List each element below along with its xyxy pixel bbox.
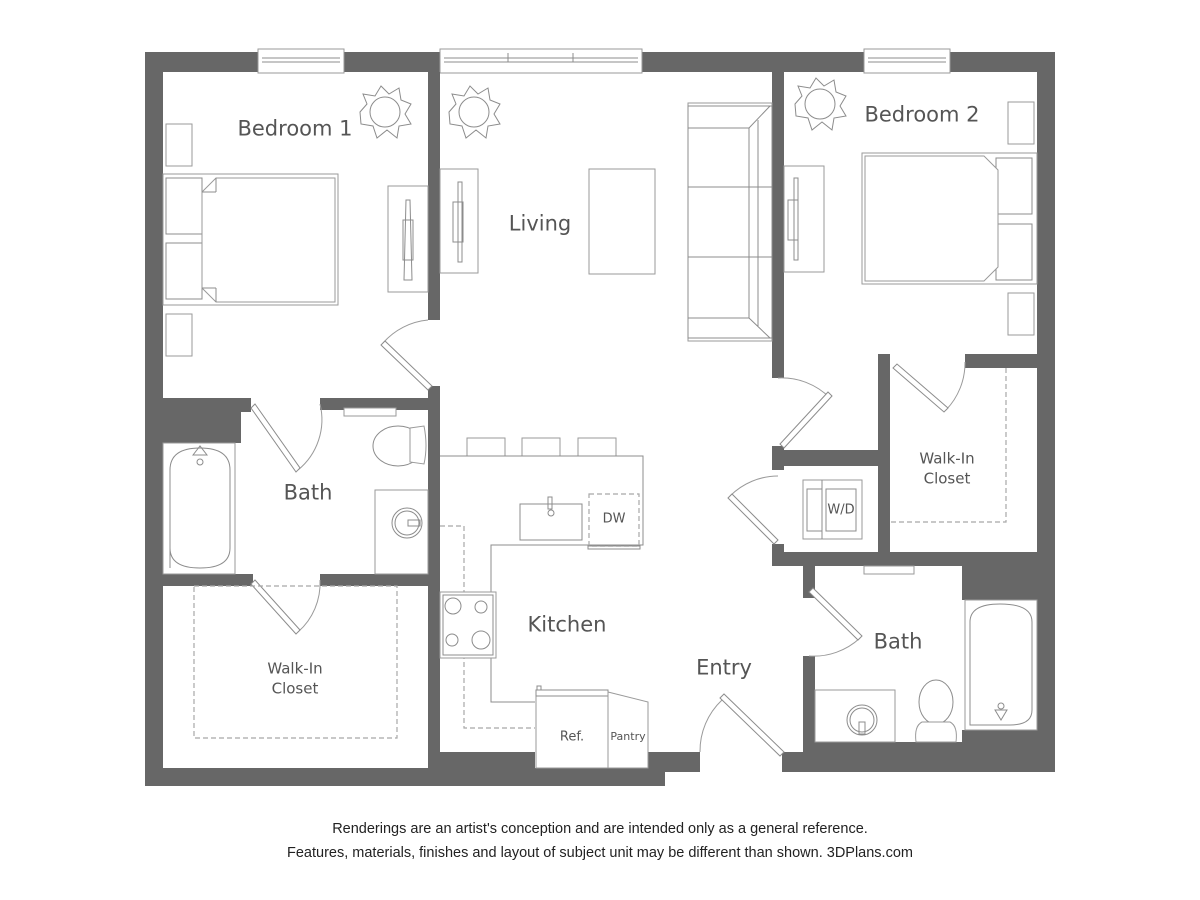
room-label-bedroom-1: Bedroom 1 — [237, 116, 353, 141]
closet1-line2: Closet — [271, 679, 319, 697]
room-label-bedroom-2: Bedroom 2 — [864, 102, 980, 127]
fixture-label-pantry: Pantry — [610, 729, 646, 743]
room-label-kitchen: Kitchen — [527, 612, 607, 637]
closet2-line2: Closet — [923, 469, 971, 487]
doors — [250, 319, 966, 757]
fixture-label-washer-dryer: W/D — [827, 502, 855, 518]
disclaimer-line-2: Features, materials, finishes and layout… — [287, 845, 913, 861]
room-label-walk-in-closet-2: Walk-In Closet — [919, 450, 974, 489]
room-label-bath-1: Bath — [283, 480, 333, 505]
room-label-bath-2: Bath — [873, 629, 923, 654]
fixture-label-refrigerator: Ref. — [559, 729, 585, 745]
closet2-line1: Walk-In — [919, 449, 975, 468]
living-furniture — [439, 102, 773, 342]
interior-walls — [163, 72, 1037, 772]
closet2-shelving — [890, 368, 1007, 523]
room-label-walk-in-closet-1: Walk-In Closet — [267, 660, 322, 699]
kitchen-fixtures — [439, 437, 649, 769]
closet1-line1: Walk-In — [267, 659, 323, 678]
bath2-fixtures — [814, 565, 1038, 743]
bedroom2-furniture — [783, 101, 1038, 336]
plant-icon — [359, 77, 847, 139]
closet1-shelving — [193, 585, 398, 739]
windows — [257, 48, 951, 74]
disclaimer-line-1: Renderings are an artist's conception an… — [332, 821, 868, 837]
room-label-living: Living — [508, 211, 572, 236]
washer-dryer — [802, 479, 863, 540]
bedroom1-furniture — [162, 123, 429, 357]
bath1-fixtures — [162, 407, 429, 575]
fixture-label-dishwasher: DW — [602, 511, 626, 527]
room-label-entry: Entry — [696, 655, 752, 680]
